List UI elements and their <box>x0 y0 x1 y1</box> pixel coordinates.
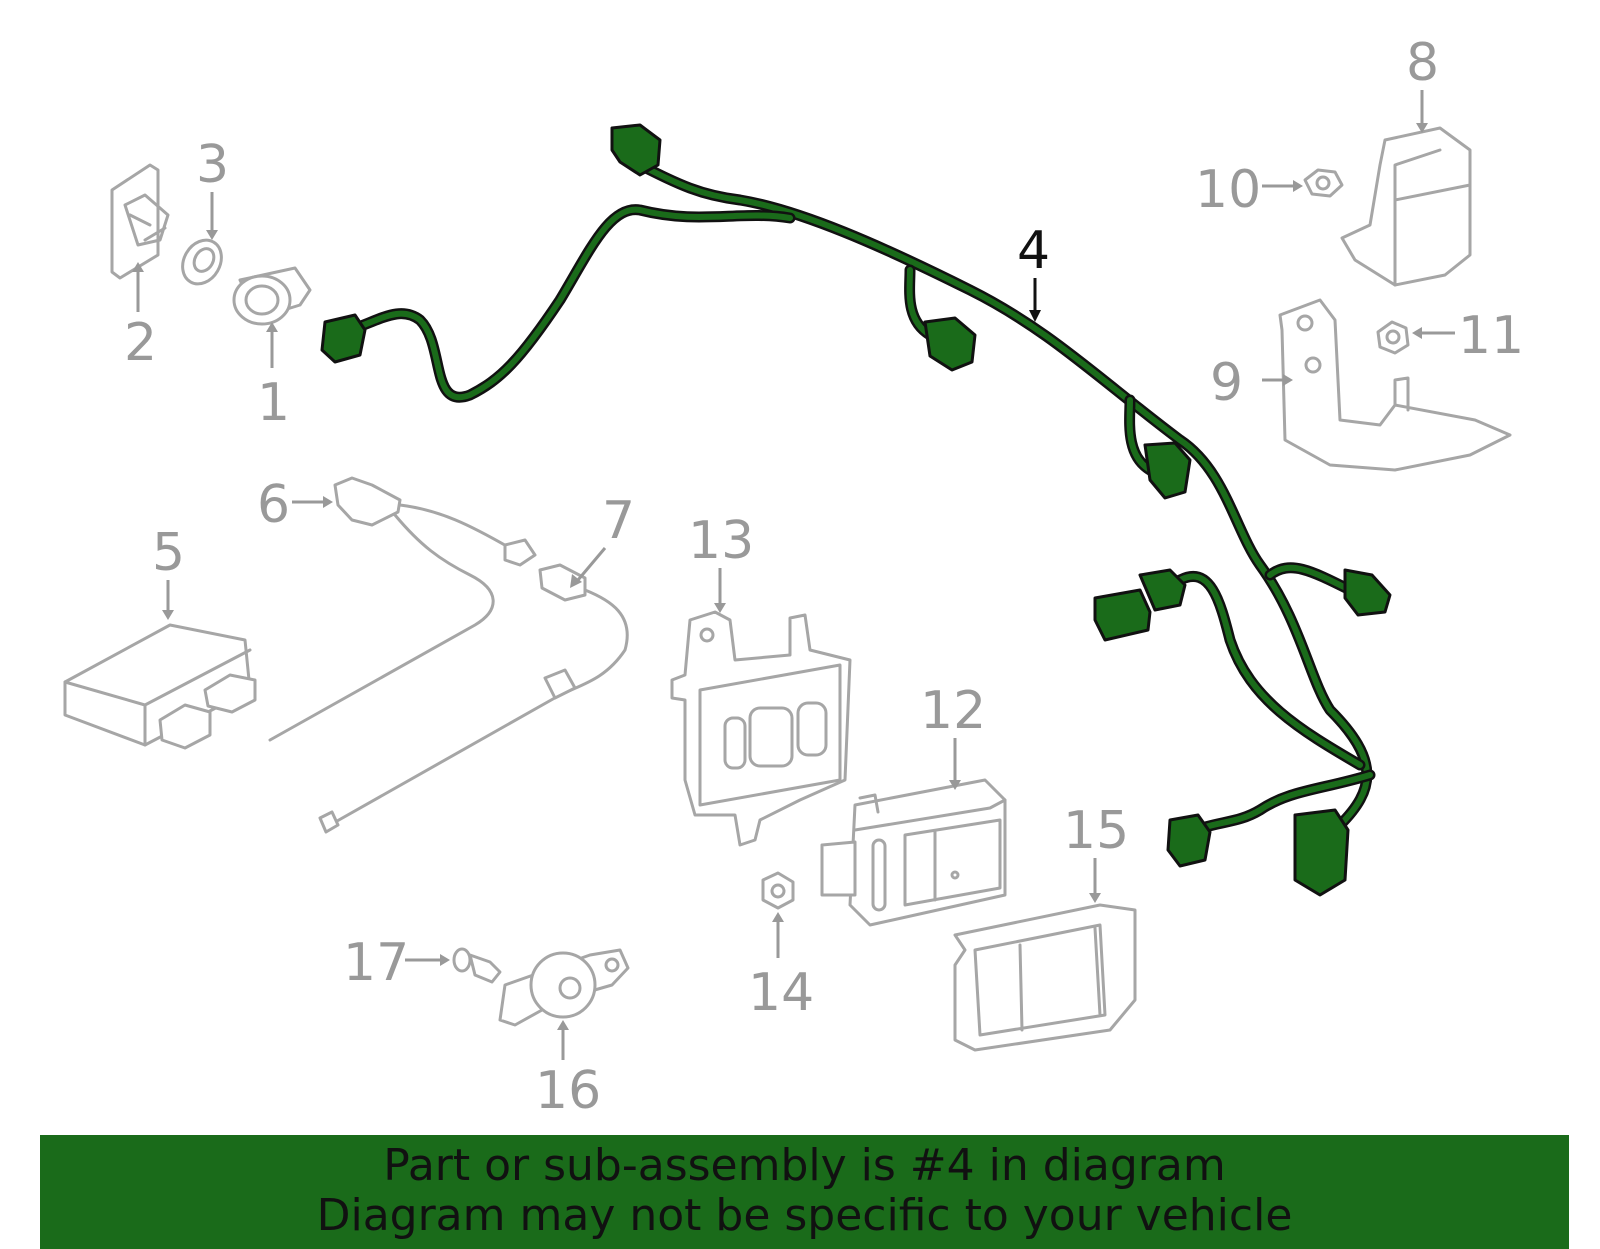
part-2-bracket <box>110 163 170 280</box>
callout-17: 17 <box>343 933 409 993</box>
callout-13: 13 <box>688 511 754 571</box>
callout-15: 15 <box>1063 801 1129 861</box>
callout-11: 11 <box>1458 306 1524 366</box>
callout-6: 6 <box>257 475 290 535</box>
part-16-buzzer <box>498 948 630 1027</box>
part-11-nut <box>1376 320 1410 355</box>
part-6-wire-lead <box>268 476 537 742</box>
part-17-screw <box>452 947 502 984</box>
part-5-module <box>63 623 257 750</box>
banner-line-disclaimer: Diagram may not be specific to your vehi… <box>316 1190 1293 1241</box>
banner-line-part: Part or sub-assembly is #4 in diagram <box>383 1140 1226 1191</box>
part-15-module-housing <box>953 903 1137 1052</box>
part-3-grommet <box>181 238 223 286</box>
callout-16: 16 <box>535 1061 601 1121</box>
callout-2: 2 <box>124 313 157 373</box>
part-4-wiring-harness <box>320 123 1392 897</box>
part-7-temperature-sensor <box>318 563 629 834</box>
part-1-sensor <box>232 266 312 326</box>
part-10-nut <box>1303 168 1344 198</box>
part-info-banner: Part or sub-assembly is #4 in diagram Di… <box>40 1135 1569 1249</box>
part-12-control-module <box>820 778 1007 927</box>
callout-7: 7 <box>602 491 635 551</box>
callout-4: 4 <box>1017 221 1050 281</box>
callout-8: 8 <box>1406 33 1439 93</box>
part-9-bracket <box>1278 298 1512 472</box>
callout-labels: 1 2 3 4 5 6 7 8 9 10 11 12 13 14 15 16 1… <box>124 33 1524 1121</box>
callout-14: 14 <box>748 963 814 1023</box>
part-8-bracket <box>1340 126 1472 287</box>
leader-lines <box>132 90 1455 1060</box>
callout-10: 10 <box>1195 160 1261 220</box>
callout-1: 1 <box>257 373 290 433</box>
callout-5: 5 <box>152 523 185 583</box>
part-13-bracket <box>670 610 852 847</box>
part-14-nut <box>761 871 795 910</box>
callout-3: 3 <box>196 135 229 195</box>
callout-9: 9 <box>1210 353 1243 413</box>
callout-12: 12 <box>920 681 986 741</box>
